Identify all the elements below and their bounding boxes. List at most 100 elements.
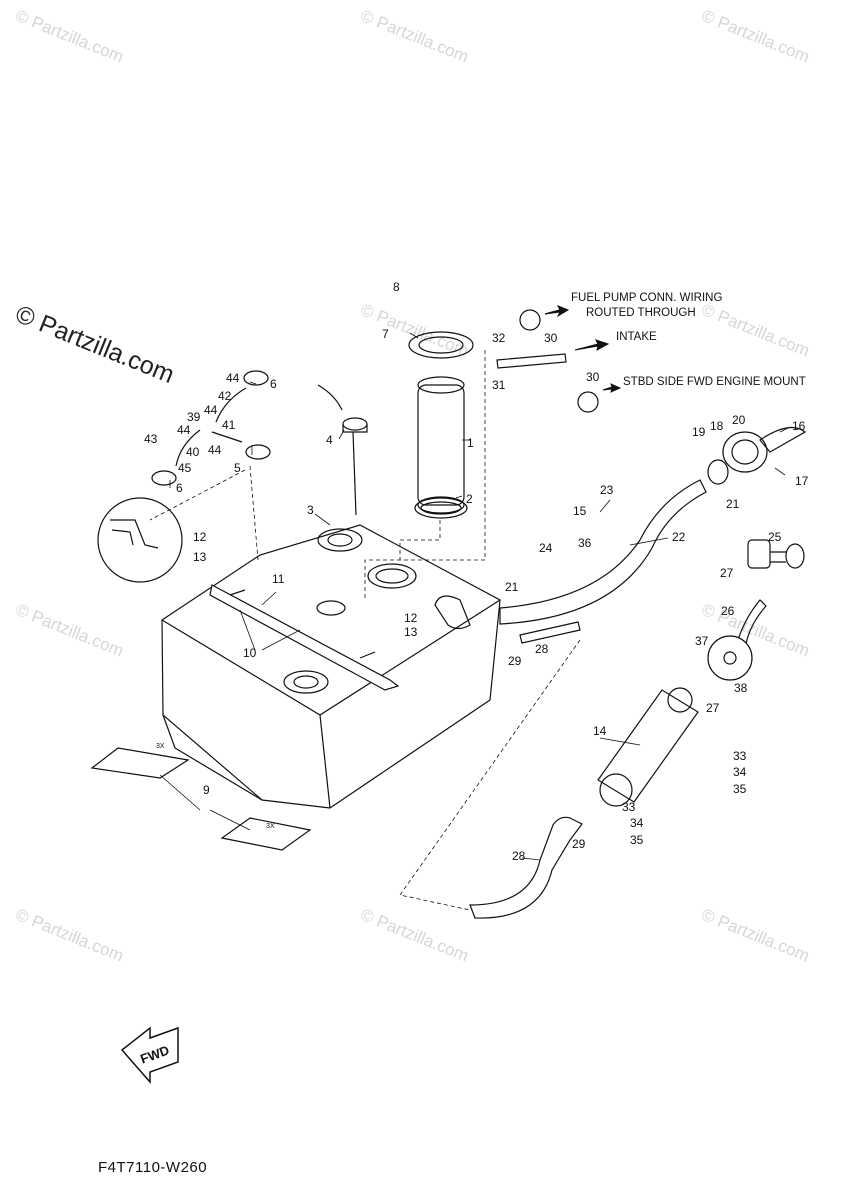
callout-1[interactable]: 1 <box>467 436 474 450</box>
callout-21-bottom[interactable]: 21 <box>505 580 519 594</box>
callout-41[interactable]: 41 <box>222 418 236 432</box>
callout-28-bottom[interactable]: 28 <box>512 849 526 863</box>
qty-label-front: 3X <box>156 743 165 750</box>
callout-31[interactable]: 31 <box>492 378 506 392</box>
detail-view-45[interactable] <box>97 497 183 583</box>
breather-hose[interactable] <box>469 816 583 919</box>
note-stbd: STBD SIDE FWD ENGINE MOUNT <box>623 376 806 388</box>
note-intake: INTAKE <box>616 331 657 343</box>
diagram-code: F4T7110-W260 <box>98 1159 208 1176</box>
fuel-filter[interactable] <box>597 687 699 807</box>
callout-10[interactable]: 10 <box>243 646 257 660</box>
callout-13-left[interactable]: 13 <box>193 550 207 564</box>
callout-18[interactable]: 18 <box>710 419 724 433</box>
grommet-30-top[interactable] <box>519 309 541 331</box>
callout-9[interactable]: 9 <box>203 783 210 797</box>
callout-12-right[interactable]: 12 <box>404 611 418 625</box>
vent-hose[interactable] <box>519 621 581 644</box>
callout-35-left[interactable]: 35 <box>630 833 644 847</box>
callout-7[interactable]: 7 <box>382 327 389 341</box>
callout-40[interactable]: 40 <box>186 445 200 459</box>
fuel-filler-cap[interactable] <box>722 426 807 473</box>
callout-11[interactable]: 11 <box>272 572 285 586</box>
callout-29-bottom[interactable]: 29 <box>572 837 586 851</box>
intake-pipe[interactable] <box>496 353 567 369</box>
fuel-tank[interactable] <box>161 524 501 809</box>
grommet-30-bottom[interactable] <box>577 391 599 413</box>
callout-42[interactable]: 42 <box>218 389 232 403</box>
callout-24[interactable]: 24 <box>539 541 553 555</box>
tank-pad-rear[interactable] <box>220 817 312 851</box>
callout-44-e[interactable]: 45 <box>178 461 192 475</box>
fuel-pump[interactable] <box>417 376 465 514</box>
callout-37[interactable]: 37 <box>695 634 709 648</box>
tank-strap[interactable] <box>209 584 400 691</box>
qty-label-rear: 3X <box>266 823 275 830</box>
arrow-stbd <box>602 383 622 393</box>
callout-15[interactable]: 15 <box>573 504 587 518</box>
callout-39[interactable]: 39 <box>187 410 201 424</box>
callout-27-top[interactable]: 27 <box>720 566 734 580</box>
callout-32[interactable]: 32 <box>492 331 506 345</box>
callout-43[interactable]: 43 <box>144 432 158 446</box>
fuel-pump-gasket[interactable] <box>414 497 468 519</box>
callout-19[interactable]: 19 <box>692 425 706 439</box>
callout-36[interactable]: 36 <box>578 536 592 550</box>
callout-34-left[interactable]: 34 <box>630 816 644 830</box>
callout-labels: 1 2 3 4 5 6 6 7 8 9 10 11 12 12 13 13 14… <box>144 280 809 863</box>
callout-17[interactable]: 17 <box>795 474 809 488</box>
callout-34-right[interactable]: 34 <box>733 765 747 779</box>
notes: FUEL PUMP CONN. WIRING ROUTED THROUGH IN… <box>571 292 806 388</box>
stay-6-bottom[interactable] <box>151 470 177 486</box>
callout-38[interactable]: 38 <box>734 681 748 695</box>
stay-6-top[interactable] <box>243 370 269 386</box>
breather-pipe-41[interactable] <box>211 431 243 443</box>
callout-44-a[interactable]: 44 <box>226 371 240 385</box>
callout-26[interactable]: 26 <box>721 604 735 618</box>
stay-5[interactable] <box>245 444 271 460</box>
fuel-hose[interactable] <box>499 479 707 625</box>
callout-33-left[interactable]: 33 <box>622 800 636 814</box>
callout-14[interactable]: 14 <box>593 724 607 738</box>
callout-30-top[interactable]: 30 <box>544 331 558 345</box>
breather-hose-42[interactable] <box>215 387 247 423</box>
filler-neck-clamp[interactable] <box>707 459 729 485</box>
callout-22[interactable]: 22 <box>672 530 686 544</box>
callout-12-left[interactable]: 12 <box>193 530 207 544</box>
callout-23[interactable]: 23 <box>600 483 614 497</box>
filter-bracket[interactable] <box>707 635 753 681</box>
callout-27-bottom[interactable]: 27 <box>706 701 720 715</box>
callout-30-bottom[interactable]: 30 <box>586 370 600 384</box>
note-fuel-pump-line1: FUEL PUMP CONN. WIRING <box>571 292 722 304</box>
fill-neck-elbow[interactable] <box>434 595 471 630</box>
callout-35-right[interactable]: 35 <box>733 782 747 796</box>
callout-5[interactable]: 5 <box>234 461 241 475</box>
qty-labels: 3X 3X <box>156 743 275 830</box>
callout-44-b[interactable]: 44 <box>204 403 218 417</box>
callout-21-top[interactable]: 21 <box>726 497 740 511</box>
callout-13-right[interactable]: 13 <box>404 625 418 639</box>
callout-6-bottom[interactable]: 6 <box>176 481 183 495</box>
callout-6-top[interactable]: 6 <box>270 377 277 391</box>
arrow-intake <box>574 339 610 351</box>
breather-hose-40[interactable] <box>175 429 201 467</box>
callout-3[interactable]: 3 <box>307 503 314 517</box>
callout-20[interactable]: 20 <box>732 413 746 427</box>
callout-4[interactable]: 4 <box>326 433 333 447</box>
fuel-hose-short[interactable] <box>737 599 767 645</box>
tank-pad-front[interactable] <box>90 747 190 779</box>
callout-28-top[interactable]: 28 <box>535 642 549 656</box>
fuel-valve[interactable] <box>747 539 805 569</box>
callout-44-c[interactable]: 44 <box>177 423 191 437</box>
fuel-level-sender[interactable] <box>317 384 368 516</box>
callout-25[interactable]: 25 <box>768 530 782 544</box>
callout-44-d[interactable]: 44 <box>208 443 222 457</box>
callout-29-top[interactable]: 29 <box>508 654 522 668</box>
fwd-arrow-icon: FWD <box>120 1026 179 1084</box>
pump-flange[interactable] <box>408 331 474 359</box>
callout-33-right[interactable]: 33 <box>733 749 747 763</box>
callout-2[interactable]: 2 <box>466 492 473 506</box>
callout-16[interactable]: 16 <box>792 419 806 433</box>
callout-8[interactable]: 8 <box>393 280 400 294</box>
